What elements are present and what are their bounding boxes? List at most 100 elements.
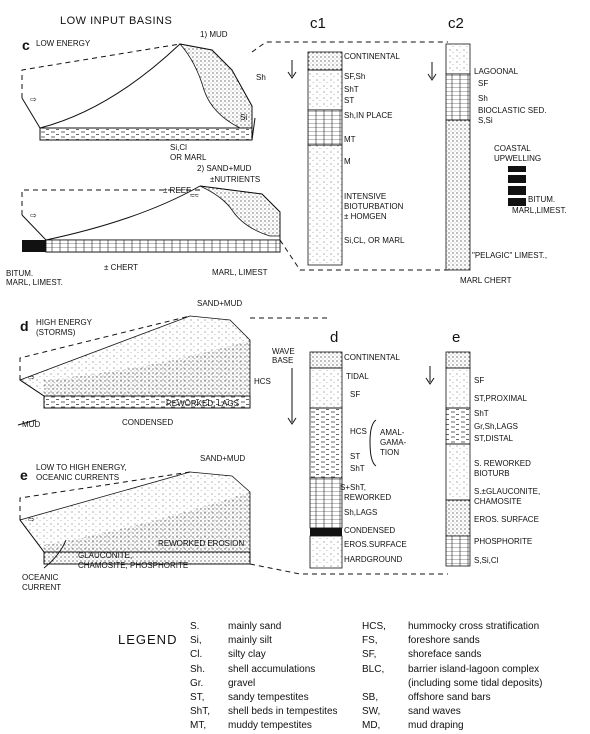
e-label-sf: SF [474,376,484,385]
d-label-hardground: HARDGROUND [344,555,402,564]
c2-label-sh: Sh [478,94,488,103]
c1-label-sht: ShT [344,85,359,94]
upwelling-label-marl: MARL,LIMEST. [512,206,567,215]
svg-text:⇨: ⇨ [28,515,35,524]
c1-label-sicl: Si,CL, OR MARL [344,236,405,245]
block-d-label-condensed: CONDENSED [122,418,173,427]
block-d-energy2: (STORMS) [36,328,76,337]
svg-text:⇨: ⇨ [30,211,37,220]
block-c2-label-reef: ± REEF [163,186,191,195]
column-c2: c2 LAGOONAL SF Sh BIOCLASTIC SED. S,Si "… [427,15,547,285]
block-c2-label-marl2: MARL, LIMEST. [6,278,63,287]
c2-label-pelagic: "PELAGIC" LIMEST., [472,251,547,260]
block-e-label-oceanic: OCEANIC [22,573,59,582]
d-label-base: BASE [272,356,293,365]
e-label-sreworked: S. REWORKED [474,459,531,468]
e-label-stdistal: ST,DISTAL [474,434,514,443]
c2-label-marlchert: MARL CHERT [460,276,512,285]
block-c-sandmud: 2) SAND+MUD ±NUTRIENTS ⇨ ≈≈ ± REEF MARL,… [6,164,281,287]
block-e-label-chamosite: CHAMOSITE, PHOSPHORITE [78,561,188,570]
block-c2-label-marl: MARL, LIMEST [212,268,268,277]
d-label-wave: WAVE [272,347,295,356]
block-c-label-sh: Sh [256,73,266,82]
d-label-eros: EROS.SURFACE [344,540,407,549]
block-c2-label-bitum: BITUM. [6,269,33,278]
block-e-source: SAND+MUD [200,454,245,463]
connector-e-bottom [249,563,448,575]
e-label-bioturb: BIOTURB [474,469,510,478]
d-label-shlags: Sh,LAGS [344,508,377,517]
block-c-letter: c [22,37,30,53]
d-label-sf: SF [350,390,360,399]
block-c2-source2: ±NUTRIENTS [210,175,260,184]
d-label-ssht: S+ShT, [340,483,366,492]
column-d: d WAVE BASE CONTINENTAL TIDAL SF HCS ST … [272,329,407,569]
d-label-tion: TION [380,448,399,457]
upwelling-title2: UPWELLING [494,154,541,163]
coastal-upwelling-inset: COASTAL UPWELLING BITUM. MARL,LIMEST. [494,144,567,215]
c1-label-bioturbation: BIOTURBATION [344,202,404,211]
block-e-letter: e [20,467,28,483]
c1-label-sfsh: SF,Sh [344,72,365,81]
column-d-title: d [330,329,338,346]
legend-item: Sh.shell accumulations [190,663,316,675]
legend-item: SB,offshore sand bars [362,691,491,703]
legend-item: ST,sandy tempestites [190,691,309,703]
block-c-label-si: Si [240,113,247,122]
svg-text:⇨: ⇨ [28,373,35,382]
legend-item: Cl.silty clay [190,649,266,661]
e-label-grshlags: Gr,Sh,LAGS [474,422,518,431]
d-label-tidal: TIDAL [346,372,369,381]
block-c2-label-chert: ± CHERT [104,263,138,272]
legend-title: LEGEND [118,632,178,647]
c1-label-m: M [344,157,351,166]
block-e-label-erosion: REWORKED EROSION [158,539,244,548]
block-c-label-sicl: Si,Cl [170,143,187,152]
upwelling-title: COASTAL [494,144,531,153]
block-d-label-reworked: REWORKED, LAGS [166,399,239,408]
legend-item: SF,shoreface sands [362,649,482,661]
legend: LEGEND S.mainly sand Si,mainly silt Cl.s… [0,608,590,732]
block-d-label-mud: MUD [22,420,40,429]
e-label-chamosite: CHAMOSITE [474,497,522,506]
legend-left-column: S.mainly sand Si,mainly silt Cl.silty cl… [190,620,338,734]
legend-item: MD,mud draping [362,720,464,732]
column-e: e SF ST,PROXIMAL ShT Gr,Sh,LAGS ST,DISTA… [425,329,540,567]
legend-item: ShT,shell beds in tempestites [190,706,338,718]
d-label-condensed: CONDENSED [344,526,395,535]
legend-item: S.mainly sand [190,621,282,632]
e-label-sht: ShT [474,409,489,418]
c1-label-homgen: ± HOMGEN [344,212,387,221]
figure-title: LOW INPUT BASINS [60,15,172,27]
column-c1-title: c1 [310,15,326,32]
block-d-energy: HIGH ENERGY [36,318,93,327]
legend-item: BLC,barrier island-lagoon complex [362,663,540,675]
block-e-label-glauconite: GLAUCONITE, [78,551,132,560]
block-d-letter: d [20,318,29,334]
e-label-stproximal: ST,PROXIMAL [474,394,527,403]
legend-right-column: HCS,hummocky cross stratification FS,for… [362,620,543,734]
c2-label-ssi: S,Si [478,116,493,125]
legend-item: FS,foreshore sands [362,635,480,647]
legend-item: Gr.gravel [190,677,256,689]
block-d: d HIGH ENERGY (STORMS) SAND+MUD ⇨ HCS RE… [17,299,271,429]
block-e-energy: LOW TO HIGH ENERGY, [36,463,127,472]
block-c-source: 1) MUD [200,30,228,39]
legend-item: HCS,hummocky cross stratification [362,621,540,632]
c1-label-mt: MT [344,135,356,144]
svg-text:⇨: ⇨ [30,95,37,104]
c2-label-sf: SF [478,79,488,88]
d-label-sht: ShT [350,464,365,473]
e-label-glauconite: S.±GLAUCONITE, [474,487,540,496]
d-label-amal: AMAL- [380,428,405,437]
block-e: e LOW TO HIGH ENERGY, OCEANIC CURRENTS S… [19,454,251,592]
c2-label-lagoonal: LAGOONAL [474,67,519,76]
column-c1: c1 CONTINENTAL SF,Sh ShT ST Sh,IN PLACE … [287,15,405,266]
block-c-mud: c LOW ENERGY 1) MUD ⇨ Sh Si Si,Cl OR MAR… [21,30,266,162]
legend-item: MT,muddy tempestites [190,720,312,732]
block-e-energy2: OCEANIC CURRENTS [36,473,119,482]
connector-c-top [251,41,448,53]
e-label-ssicl: S,Si,Cl [474,556,499,565]
c1-label-shinplace: Sh,IN PLACE [344,111,392,120]
d-label-hcs: HCS [350,427,367,436]
